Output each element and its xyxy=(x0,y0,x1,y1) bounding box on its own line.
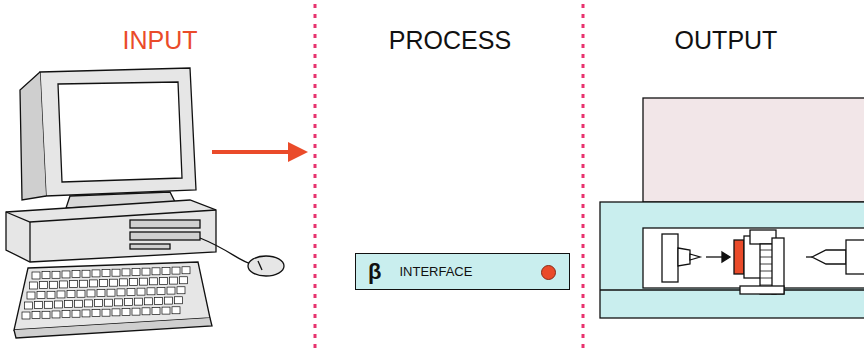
divider xyxy=(314,4,317,354)
indicator-led xyxy=(541,265,556,280)
interface-box: β INTERFACE xyxy=(355,253,570,290)
column-heading: INPUT xyxy=(123,26,198,55)
logo-mark: β xyxy=(368,259,381,285)
box-label: INTERFACE xyxy=(399,264,472,279)
column-heading: OUTPUT xyxy=(675,26,778,55)
divider xyxy=(582,4,585,354)
flow-arrow xyxy=(212,150,304,154)
column-heading: PROCESS xyxy=(389,26,511,55)
computer-illustration xyxy=(6,68,284,338)
lathe-illustration xyxy=(600,98,864,318)
